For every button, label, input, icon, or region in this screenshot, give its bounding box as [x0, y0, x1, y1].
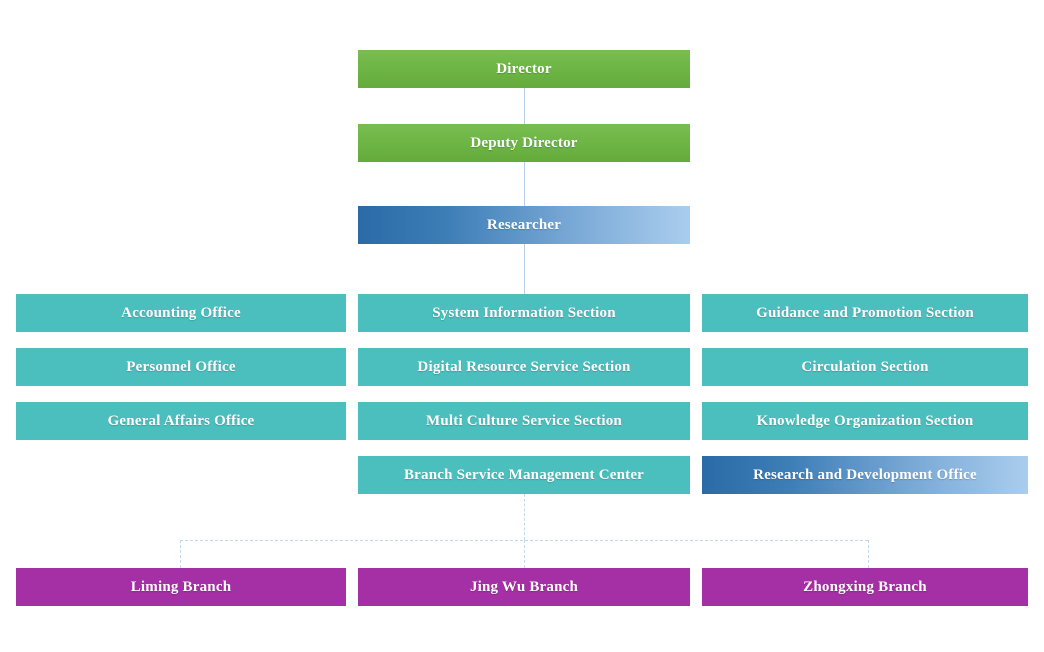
- node-multi-culture-service-section[interactable]: Multi Culture Service Section: [358, 402, 690, 440]
- node-branch-service-management-center-label: Branch Service Management Center: [403, 466, 645, 483]
- node-accounting-office-label: Accounting Office: [121, 304, 241, 321]
- node-system-information-section[interactable]: System Information Section: [358, 294, 690, 332]
- connector-director-to-deputy: [524, 88, 525, 126]
- node-research-and-development-office[interactable]: Research and Development Office: [702, 456, 1028, 494]
- node-branch-service-management-center[interactable]: Branch Service Management Center: [358, 456, 690, 494]
- node-system-information-section-label: System Information Section: [432, 304, 616, 321]
- dashed-connector-left-drop: [180, 540, 181, 568]
- dashed-connector-center-stem: [524, 494, 525, 540]
- node-guidance-and-promotion-section-label: Guidance and Promotion Section: [756, 304, 974, 321]
- node-jing-wu-branch[interactable]: Jing Wu Branch: [358, 568, 690, 606]
- dashed-connector-middle-drop: [524, 540, 525, 568]
- node-researcher-label: Researcher: [486, 216, 562, 233]
- node-multi-culture-service-section-label: Multi Culture Service Section: [426, 412, 622, 429]
- node-digital-resource-service-section[interactable]: Digital Resource Service Section: [358, 348, 690, 386]
- node-accounting-office[interactable]: Accounting Office: [16, 294, 346, 332]
- node-deputy-director-label: Deputy Director: [470, 134, 578, 151]
- node-research-and-development-office-label: Research and Development Office: [753, 466, 977, 483]
- dashed-connector-right-drop: [868, 540, 869, 568]
- node-deputy-director[interactable]: Deputy Director: [358, 124, 690, 162]
- node-director-label: Director: [496, 60, 552, 77]
- node-circulation-section[interactable]: Circulation Section: [702, 348, 1028, 386]
- node-guidance-and-promotion-section[interactable]: Guidance and Promotion Section: [702, 294, 1028, 332]
- node-zhongxing-branch-label: Zhongxing Branch: [803, 578, 927, 595]
- node-zhongxing-branch[interactable]: Zhongxing Branch: [702, 568, 1028, 606]
- node-general-affairs-office-label: General Affairs Office: [107, 412, 255, 429]
- node-jing-wu-branch-label: Jing Wu Branch: [469, 578, 579, 595]
- node-director[interactable]: Director: [358, 50, 690, 88]
- connector-deputy-to-researcher: [524, 162, 525, 206]
- node-researcher[interactable]: Researcher: [358, 206, 690, 244]
- node-digital-resource-service-section-label: Digital Resource Service Section: [417, 358, 631, 375]
- node-circulation-section-label: Circulation Section: [801, 358, 929, 375]
- node-liming-branch-label: Liming Branch: [130, 578, 232, 595]
- node-general-affairs-office[interactable]: General Affairs Office: [16, 402, 346, 440]
- node-knowledge-organization-section-label: Knowledge Organization Section: [756, 412, 974, 429]
- connector-researcher-to-sections: [524, 244, 525, 294]
- node-personnel-office-label: Personnel Office: [126, 358, 236, 375]
- node-personnel-office[interactable]: Personnel Office: [16, 348, 346, 386]
- node-knowledge-organization-section[interactable]: Knowledge Organization Section: [702, 402, 1028, 440]
- node-liming-branch[interactable]: Liming Branch: [16, 568, 346, 606]
